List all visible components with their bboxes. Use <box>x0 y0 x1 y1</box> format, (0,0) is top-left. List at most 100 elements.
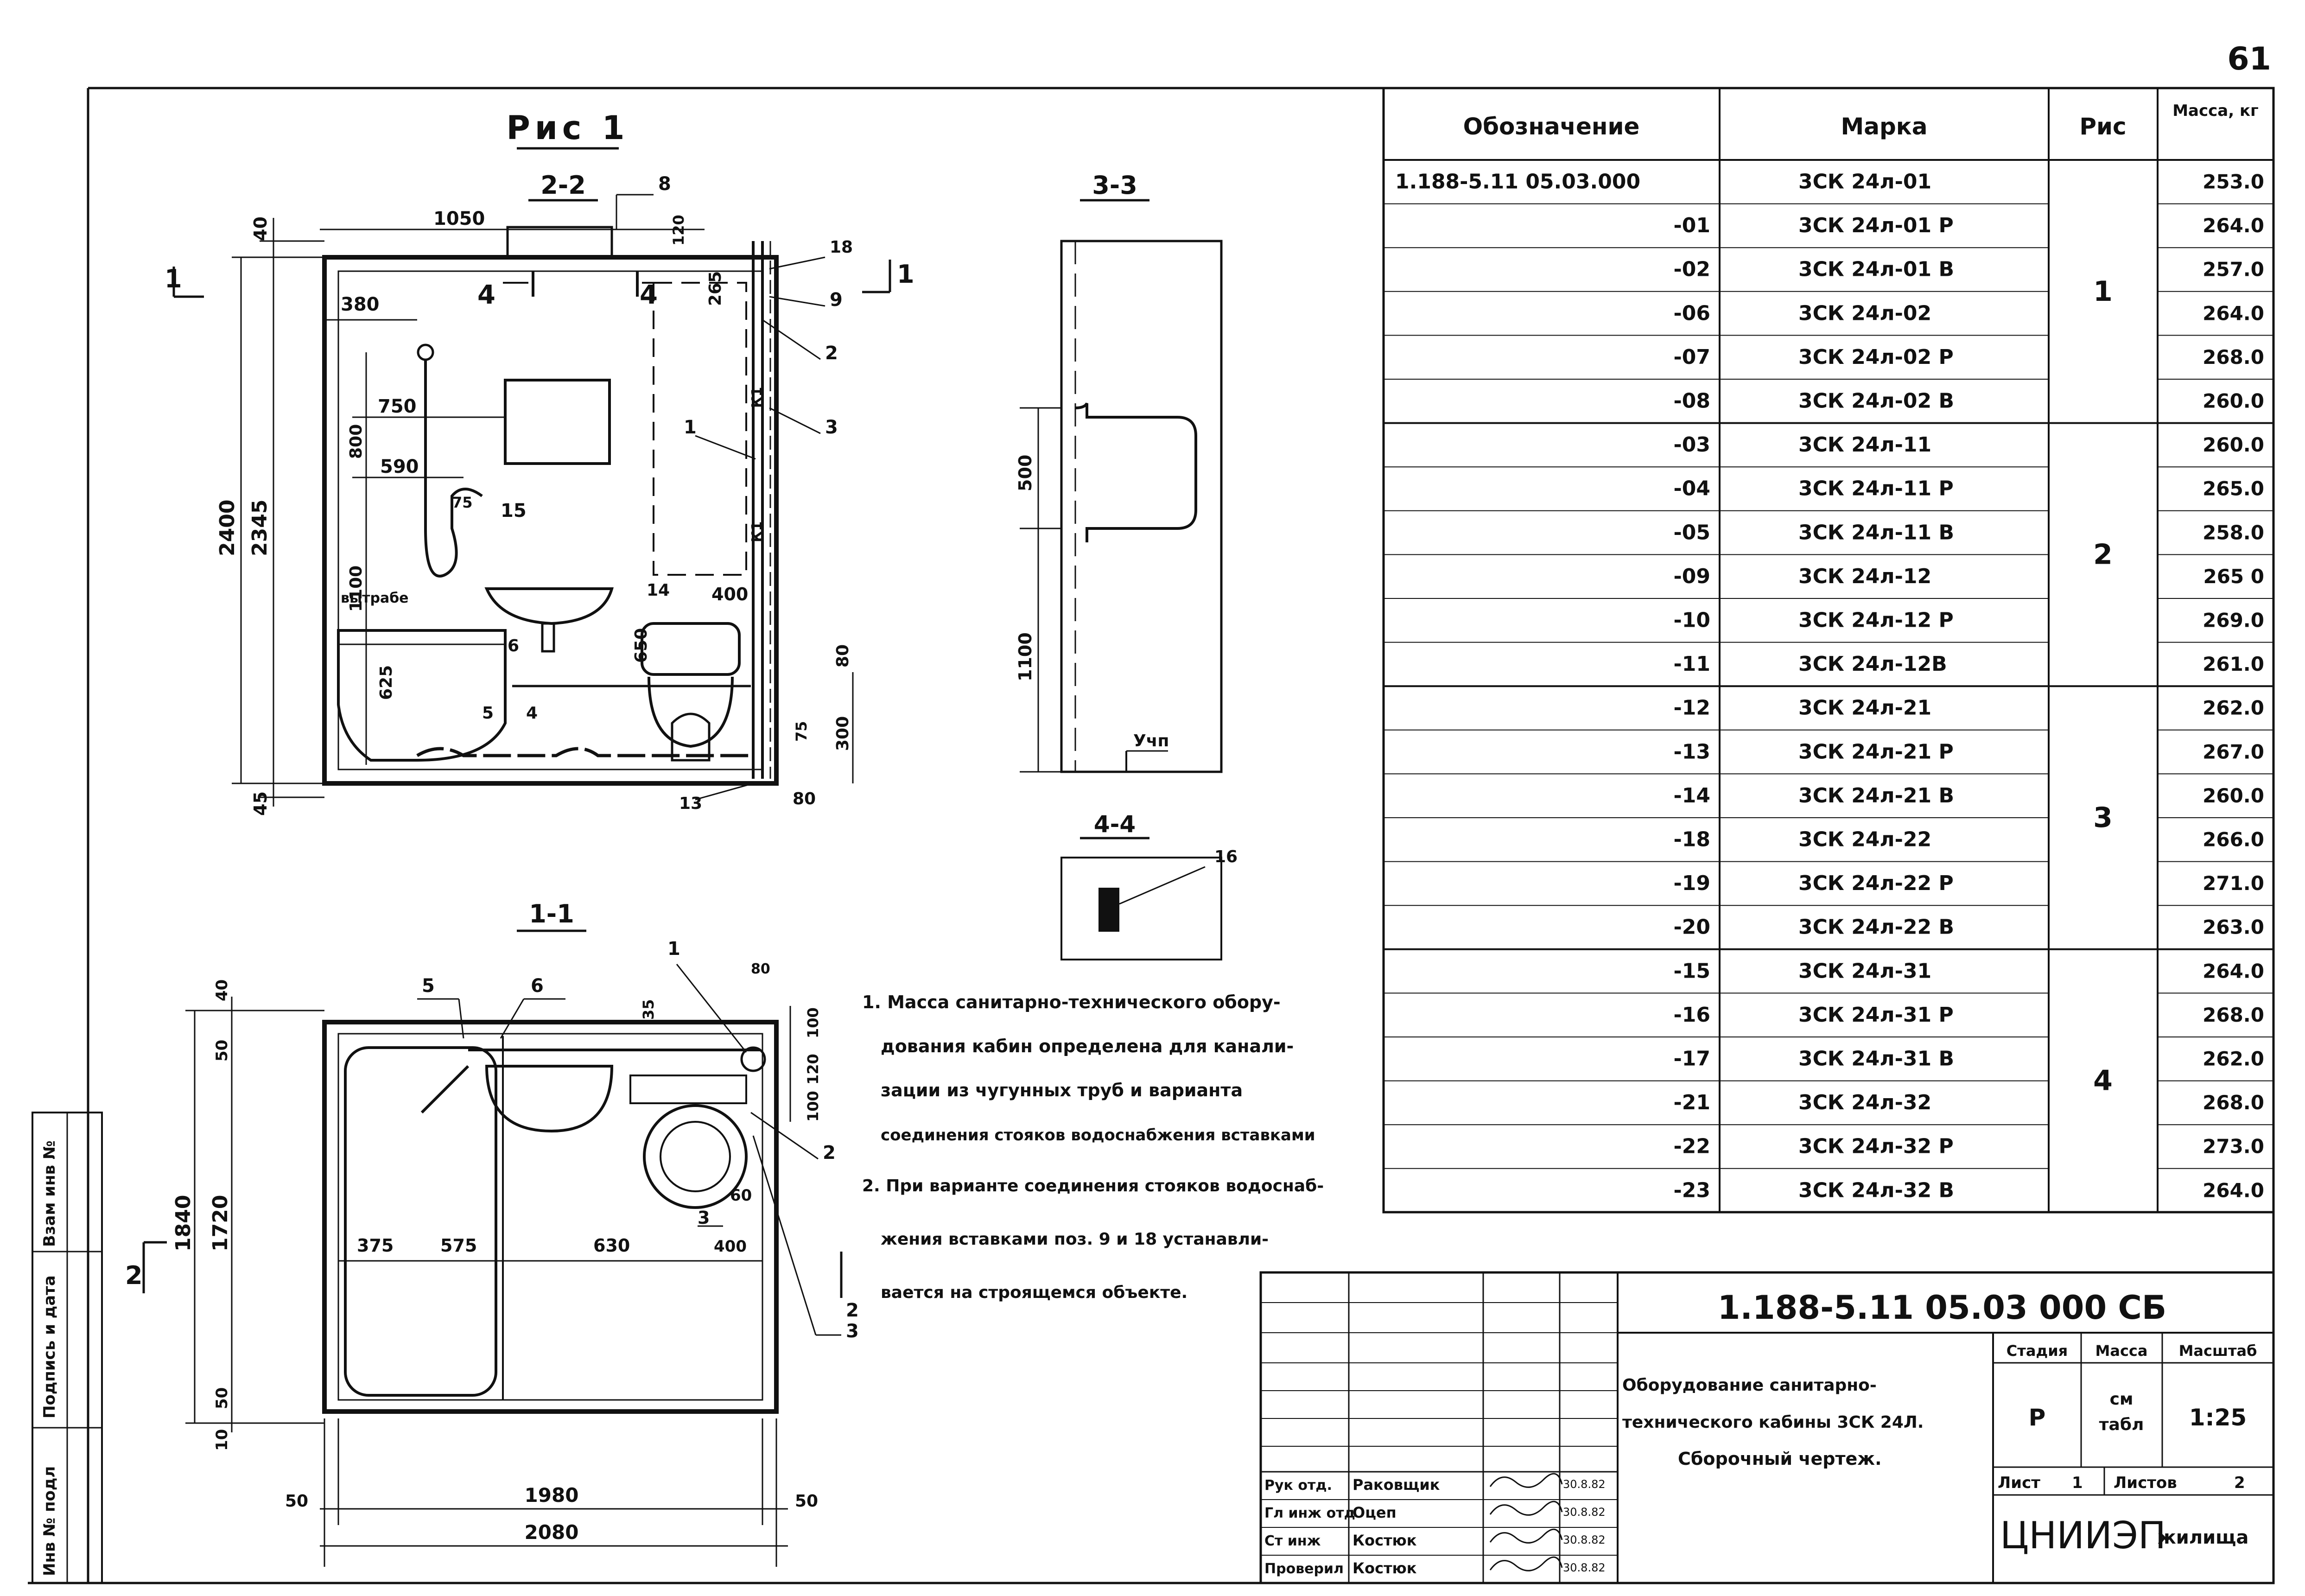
stamp-sign: Подпись и дата <box>40 1275 59 1418</box>
dim-50b-11: 50 <box>213 1387 231 1409</box>
spec-code: -05 <box>1674 521 1711 544</box>
sheets-label: Листов <box>2114 1474 2177 1492</box>
spec-mass: 273.0 <box>2203 1135 2264 1158</box>
dim-650: 650 <box>632 628 651 663</box>
callout-5: 5 <box>482 704 494 723</box>
note-line-2: дования кабин определена для канали- <box>881 1036 1294 1056</box>
dim-45: 45 <box>250 791 271 816</box>
spec-code: -03 <box>1674 433 1711 457</box>
notes: 1. Масса санитарно-технического обору- д… <box>862 992 1324 1302</box>
spec-mass: 258.0 <box>2203 521 2264 544</box>
org-sub: жилища <box>2158 1527 2248 1548</box>
callout-3: 3 <box>825 417 838 438</box>
spec-mass: 257.0 <box>2203 258 2264 281</box>
mass-value-2: табл <box>2099 1415 2144 1434</box>
spec-code: -11 <box>1674 652 1711 676</box>
signature-scribble <box>1489 1528 1563 1544</box>
spec-code: -02 <box>1674 258 1711 281</box>
dim-400: 400 <box>711 584 748 604</box>
role-date: 30.8.82 <box>1563 1561 1606 1574</box>
mass-value-1: см <box>2110 1390 2134 1409</box>
spec-mark: 3СК 24л-11 В <box>1798 521 1954 544</box>
section-1-1-label: 1-1 <box>529 899 574 928</box>
spec-mass: 271.0 <box>2203 872 2264 895</box>
cut-4-right: 4 <box>640 280 658 310</box>
spec-mass: 264.0 <box>2203 960 2264 982</box>
callout-16: 16 <box>1214 847 1238 866</box>
stamp-vzam: Взам инв № <box>40 1140 59 1247</box>
spec-table: Обозначение Марка Рис Масса, кг 1.188-5.… <box>1382 87 2275 1214</box>
spec-mark: 3СК 24л-21 В <box>1798 784 1954 808</box>
marker-1-right: 1 <box>897 260 914 289</box>
dim-75: 75 <box>452 494 473 511</box>
spec-mass: 264.0 <box>2203 1179 2264 1202</box>
callout-18: 18 <box>830 238 853 257</box>
callout-3b-11: 3 <box>698 1208 710 1228</box>
sheet-label: Лист <box>1998 1474 2040 1492</box>
spec-code: -15 <box>1674 959 1711 983</box>
spec-mass: 268.0 <box>2203 346 2264 369</box>
note-line-7: вается на строящемся объекте. <box>881 1283 1187 1302</box>
spec-mark: 3СК 24л-11 Р <box>1798 477 1954 501</box>
org-name: ЦНИИЭП <box>2000 1514 2166 1557</box>
col-header-mark: Марка <box>1841 113 1928 140</box>
spec-mass: 268.0 <box>2203 1091 2264 1114</box>
spec-mass: 263.0 <box>2203 916 2264 939</box>
spec-mass: 260.0 <box>2203 389 2264 412</box>
spec-mark: 3СК 24л-31 <box>1798 959 1931 983</box>
spec-mass: 265.0 <box>2203 477 2264 500</box>
callout-2b-11: 2 <box>846 1300 859 1321</box>
scale-header: Масштаб <box>2179 1342 2257 1360</box>
signature-scribble <box>1489 1556 1563 1571</box>
dim-50-left: 50 <box>285 1492 308 1511</box>
spec-code: -14 <box>1674 784 1711 808</box>
doc-code: 1.188-5.11 05.03 000 СБ <box>1718 1289 2167 1327</box>
spec-mass: 260.0 <box>2203 433 2264 456</box>
role-name: Раковщик <box>1353 1476 1440 1494</box>
dim-35: 35 <box>640 999 657 1020</box>
spec-mass: 262.0 <box>2203 697 2264 719</box>
dim-50-11: 50 <box>213 1040 231 1062</box>
spec-code: -18 <box>1674 827 1711 851</box>
dim-40: 40 <box>250 216 271 241</box>
riser-k1-a: К1 <box>749 387 765 408</box>
section-2-2-label: 2-2 <box>540 171 586 200</box>
figure-title: Рис 1 <box>507 109 629 147</box>
callout-1-11: 1 <box>667 938 680 960</box>
callout-6-11: 6 <box>531 975 544 997</box>
dim-80b: 80 <box>793 789 816 808</box>
note-line-1: 1. Масса санитарно-технического обору- <box>862 992 1281 1012</box>
sheets-value: 2 <box>2234 1474 2245 1492</box>
callout-15: 15 <box>501 500 527 521</box>
spec-mark: 3СК 24л-12 Р <box>1798 608 1954 632</box>
section-3-3: 3-3 500 1100 Учп <box>1015 171 1223 773</box>
section-1-1: 1-1 375 575 630 400 60 80 35 100 120 100 <box>125 899 859 1567</box>
spec-code: -10 <box>1674 608 1711 632</box>
spec-mass: 253.0 <box>2203 170 2264 193</box>
spec-mass: 268.0 <box>2203 1004 2264 1026</box>
spec-mass: 266.0 <box>2203 828 2264 851</box>
spec-mark: 3СК 24л-31 В <box>1798 1047 1954 1070</box>
section-4-4-label: 4-4 <box>1094 811 1136 838</box>
spec-mark: 3СК 24л-21 <box>1798 696 1931 720</box>
dim-1100-33: 1100 <box>1015 632 1035 681</box>
spec-mark: 3СК 24л-31 Р <box>1798 1003 1954 1027</box>
dim-590: 590 <box>380 456 419 477</box>
label-ych: Учп <box>1133 731 1169 750</box>
doc-title-3: Сборочный чертеж. <box>1678 1449 1882 1469</box>
spec-fig: 2 <box>2093 538 2113 571</box>
callout-5-11: 5 <box>422 975 435 997</box>
dim-1980: 1980 <box>525 1484 579 1507</box>
spec-code: -21 <box>1674 1091 1711 1114</box>
spec-code: -19 <box>1674 871 1711 895</box>
spec-code: -20 <box>1674 916 1711 939</box>
role-date: 30.8.82 <box>1563 1533 1606 1546</box>
stage-header: Стадия <box>2007 1342 2068 1360</box>
role-name: Костюк <box>1353 1559 1417 1577</box>
dim-2345: 2345 <box>248 500 272 556</box>
dim-500: 500 <box>1015 455 1035 491</box>
spec-mass: 264.0 <box>2203 214 2264 237</box>
callout-2-11: 2 <box>823 1142 836 1164</box>
